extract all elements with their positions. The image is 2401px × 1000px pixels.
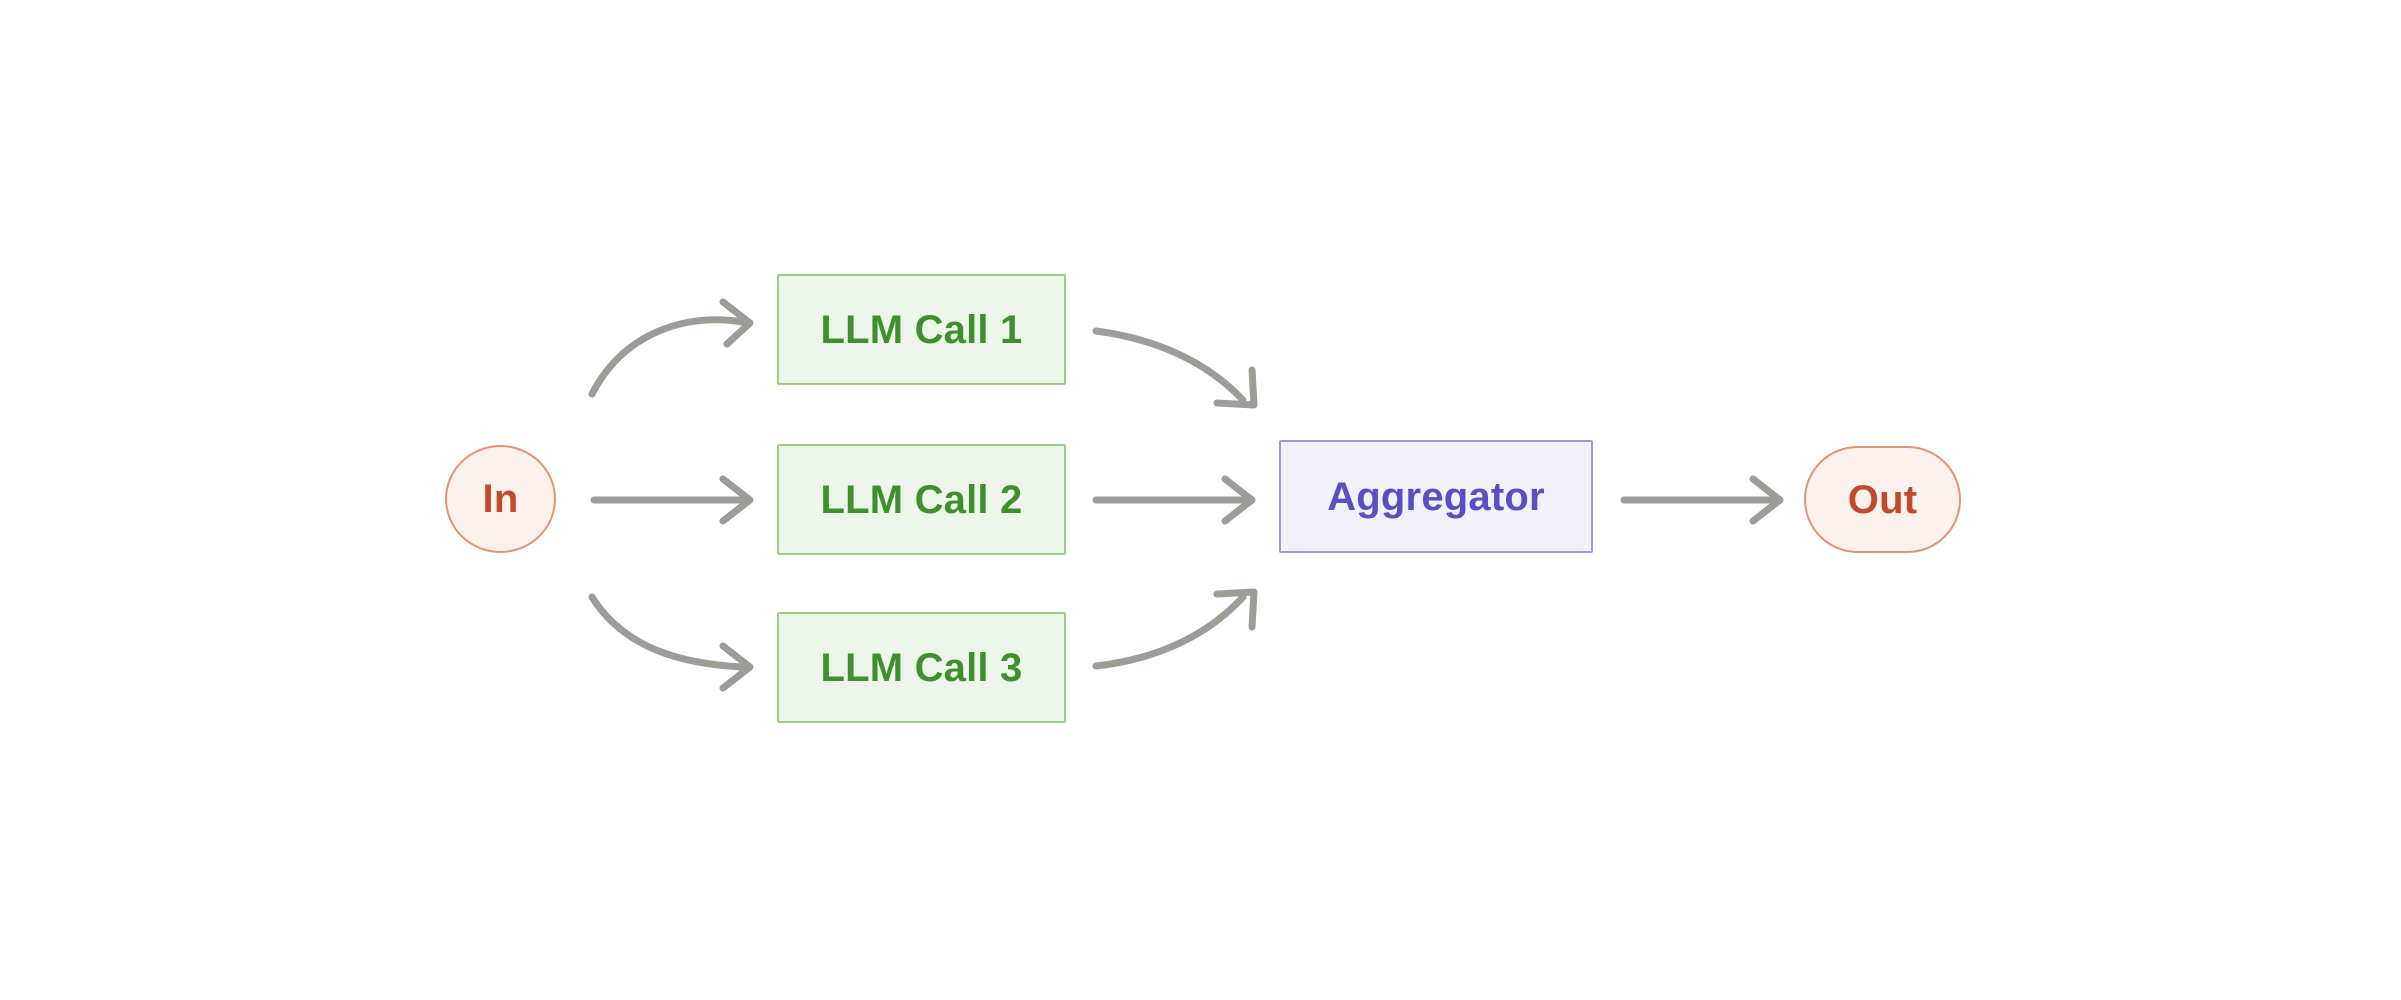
node-llm-call-2[interactable]: LLM Call 2 xyxy=(777,444,1066,555)
edge-llm-call-3-to-aggregator xyxy=(1092,588,1258,670)
node-aggregator-label: Aggregator xyxy=(1327,474,1545,519)
node-out-label: Out xyxy=(1847,477,1918,522)
node-in[interactable]: In xyxy=(445,445,556,553)
edge-aggregator-to-out xyxy=(1620,475,1784,525)
node-llm-call-2-label: LLM Call 2 xyxy=(820,477,1023,522)
node-llm-call-3-label: LLM Call 3 xyxy=(820,645,1023,690)
edge-in-to-llm-call-3 xyxy=(588,593,754,692)
node-llm-call-1-label: LLM Call 1 xyxy=(820,307,1023,352)
edge-llm-call-2-to-aggregator xyxy=(1092,475,1256,525)
node-aggregator[interactable]: Aggregator xyxy=(1279,440,1593,553)
node-out[interactable]: Out xyxy=(1804,446,1961,553)
node-llm-call-3[interactable]: LLM Call 3 xyxy=(777,612,1066,723)
node-in-label: In xyxy=(482,477,519,521)
edge-llm-call-1-to-aggregator xyxy=(1092,327,1258,409)
edge-in-to-llm-call-2 xyxy=(590,475,754,525)
node-llm-call-1[interactable]: LLM Call 1 xyxy=(777,274,1066,385)
edge-in-to-llm-call-1 xyxy=(588,298,754,398)
